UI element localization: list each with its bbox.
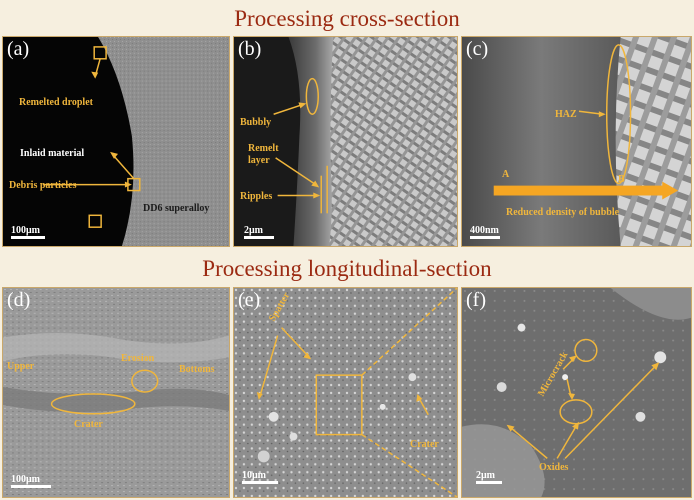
- scale-bar-b-label: 2μm: [244, 225, 263, 236]
- panel-a-label: (a): [7, 38, 30, 60]
- panel-d: (d) Upper Erosion Bottoms Crater 100μm: [2, 287, 230, 498]
- panel-f-label: (f): [466, 289, 486, 311]
- oxides-label: Oxides: [539, 462, 569, 473]
- panel-f-image: [462, 288, 691, 497]
- layer-label: layer: [248, 155, 270, 166]
- scale-bar-d-label: 100μm: [11, 474, 40, 485]
- panel-e: (e) Spatter Crater 10μm: [233, 287, 458, 498]
- scale-bar-d: 100μm: [11, 474, 51, 488]
- point-a-label: A: [502, 169, 510, 180]
- panel-b-image: [234, 37, 457, 246]
- scale-bar-a: 100μm: [11, 225, 45, 239]
- panel-a: (a) Remelted droplet Inlaid material Deb…: [2, 36, 230, 247]
- panel-c-image: [462, 37, 691, 246]
- panel-c-label: (c): [466, 38, 489, 60]
- panel-b-label: (b): [238, 38, 262, 60]
- bubble-density-label: Reduced density of bubble: [506, 207, 620, 218]
- scale-bar-f-line: [476, 481, 502, 484]
- longitudinal-section-title: Processing longitudinal-section: [202, 256, 492, 281]
- upper-label: Upper: [7, 361, 35, 372]
- ripples-label: Ripples: [240, 191, 273, 202]
- remelted-droplet-label: Remelted droplet: [19, 97, 93, 108]
- point-b-label: B: [618, 174, 625, 185]
- remelt-label: Remelt: [248, 143, 279, 154]
- panel-b: (b) Bubbly Remelt layer Ripples 2μm: [233, 36, 458, 247]
- haz-label: HAZ: [555, 109, 577, 120]
- erosion-label: Erosion: [121, 353, 155, 364]
- crater-label-e: Crater: [410, 439, 439, 450]
- scale-bar-b-line: [244, 236, 274, 239]
- scale-bar-e-label: 10μm: [242, 470, 266, 481]
- panel-c: (c) HAZ A B Reduced density of bubble 40…: [461, 36, 692, 247]
- bubbly-label: Bubbly: [240, 117, 272, 128]
- scale-bar-c: 400nm: [470, 225, 500, 239]
- panel-a-image: [3, 37, 229, 246]
- cross-section-title: Processing cross-section: [234, 6, 460, 31]
- scale-bar-a-label: 100μm: [11, 225, 40, 236]
- scale-bar-a-line: [11, 236, 45, 239]
- debris-particles-label: Debris particles: [9, 180, 77, 191]
- scale-bar-e-line: [242, 481, 278, 484]
- panel-e-image: [234, 288, 457, 497]
- scale-bar-f-label: 2μm: [476, 470, 495, 481]
- bottoms-label: Bottoms: [179, 364, 215, 375]
- scale-bar-b: 2μm: [244, 225, 274, 239]
- inlaid-material-label: Inlaid material: [20, 148, 85, 159]
- scale-bar-d-line: [11, 485, 51, 488]
- crater-label-d: Crater: [74, 419, 103, 430]
- panel-f: (f) Microcrack Oxides 2μm: [461, 287, 692, 498]
- panel-d-image: [3, 288, 229, 497]
- panel-e-label: (e): [238, 289, 261, 311]
- panel-d-label: (d): [7, 289, 31, 311]
- scale-bar-c-label: 400nm: [470, 225, 499, 236]
- scale-bar-c-line: [470, 236, 500, 239]
- scale-bar-e: 10μm: [242, 470, 278, 484]
- substrate-label: DD6 superalloy: [143, 203, 210, 214]
- scale-bar-f: 2μm: [476, 470, 502, 484]
